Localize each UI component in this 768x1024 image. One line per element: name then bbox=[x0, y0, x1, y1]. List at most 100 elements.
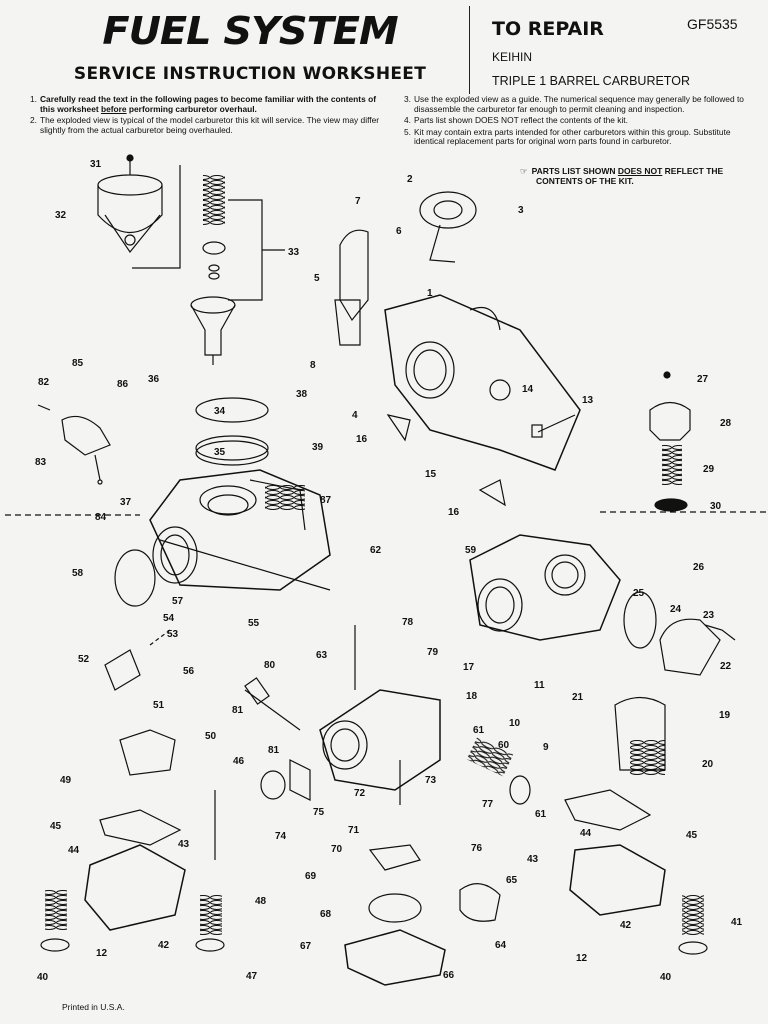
callout-53: 53 bbox=[167, 629, 179, 640]
callout-38: 38 bbox=[296, 389, 308, 400]
callout-74: 74 bbox=[275, 831, 287, 842]
callout-70: 70 bbox=[331, 844, 343, 855]
callout-6: 6 bbox=[396, 226, 402, 237]
callout-44: 44 bbox=[580, 828, 592, 839]
callout-1: 1 bbox=[427, 288, 433, 299]
callout-61: 61 bbox=[473, 725, 485, 736]
callout-11: 11 bbox=[534, 680, 545, 691]
callout-85: 85 bbox=[72, 358, 84, 369]
callout-21: 21 bbox=[572, 692, 584, 703]
callout-18: 18 bbox=[466, 691, 478, 702]
callout-80: 80 bbox=[264, 660, 276, 671]
callout-9: 9 bbox=[543, 742, 549, 753]
callout-47: 47 bbox=[246, 971, 258, 982]
callout-69: 69 bbox=[305, 871, 317, 882]
callout-25: 25 bbox=[633, 588, 645, 599]
callout-13: 13 bbox=[582, 395, 594, 406]
callout-35: 35 bbox=[214, 447, 226, 458]
callout-10: 10 bbox=[509, 718, 521, 729]
callout-26: 26 bbox=[693, 562, 705, 573]
instruction-item: 3.Use the exploded view as a guide. The … bbox=[404, 94, 744, 114]
callout-48: 48 bbox=[255, 896, 267, 907]
callout-68: 68 bbox=[320, 909, 332, 920]
callout-51: 51 bbox=[153, 700, 165, 711]
callout-64: 64 bbox=[495, 940, 507, 951]
callout-43: 43 bbox=[527, 854, 539, 865]
callout-15: 15 bbox=[425, 469, 437, 480]
kit-note: ☞PARTS LIST SHOWN DOES NOT REFLECT THE C… bbox=[520, 166, 724, 186]
callout-17: 17 bbox=[463, 662, 475, 673]
callout-62: 62 bbox=[370, 545, 382, 556]
callout-22: 22 bbox=[720, 661, 732, 672]
callout-45: 45 bbox=[686, 830, 698, 841]
callout-82: 82 bbox=[38, 377, 50, 388]
callout-14: 14 bbox=[522, 384, 534, 395]
callout-54: 54 bbox=[163, 613, 175, 624]
callout-52: 52 bbox=[78, 654, 90, 665]
callout-3: 3 bbox=[518, 205, 524, 216]
callout-76: 76 bbox=[471, 843, 483, 854]
callout-65: 65 bbox=[506, 875, 518, 886]
page-title: FUEL SYSTEM bbox=[102, 9, 398, 53]
callout-81: 81 bbox=[268, 745, 280, 756]
callout-28: 28 bbox=[720, 418, 732, 429]
callout-24: 24 bbox=[670, 604, 682, 615]
callout-16: 16 bbox=[356, 434, 368, 445]
callout-5: 5 bbox=[314, 273, 320, 284]
callout-20: 20 bbox=[702, 759, 714, 770]
callout-44: 44 bbox=[68, 845, 80, 856]
header-divider bbox=[469, 6, 470, 94]
carburetor-make: KEIHIN bbox=[492, 50, 533, 64]
callout-36: 36 bbox=[148, 374, 160, 385]
diagram-artwork bbox=[5, 154, 768, 986]
callout-79: 79 bbox=[427, 647, 439, 658]
callout-50: 50 bbox=[205, 731, 217, 742]
callout-49: 49 bbox=[60, 775, 72, 786]
callout-43: 43 bbox=[178, 839, 190, 850]
callout-78: 78 bbox=[402, 617, 414, 628]
callout-12: 12 bbox=[576, 953, 588, 964]
callout-45: 45 bbox=[50, 821, 62, 832]
callout-29: 29 bbox=[703, 464, 715, 475]
instruction-item: 4.Parts list shown DOES NOT reflect the … bbox=[404, 115, 628, 126]
callout-4: 4 bbox=[352, 410, 358, 421]
exploded-view-diagram: 3132332736158858286363834393537878384416… bbox=[5, 154, 768, 986]
callout-19: 19 bbox=[719, 710, 731, 721]
callout-63: 63 bbox=[316, 650, 328, 661]
to-repair-label: TO REPAIR bbox=[492, 18, 604, 40]
callout-57: 57 bbox=[172, 596, 184, 607]
callout-84: 84 bbox=[95, 512, 107, 523]
callout-33: 33 bbox=[288, 247, 300, 258]
callout-23: 23 bbox=[703, 610, 715, 621]
callout-34: 34 bbox=[214, 406, 226, 417]
instructions-right: 3.Use the exploded view as a guide. The … bbox=[404, 94, 749, 149]
callout-40: 40 bbox=[37, 972, 49, 983]
callout-31: 31 bbox=[90, 159, 102, 170]
instruction-item: 2. The exploded view is typical of the m… bbox=[30, 115, 380, 135]
callout-59: 59 bbox=[465, 545, 477, 556]
callout-12: 12 bbox=[96, 948, 108, 959]
callout-32: 32 bbox=[55, 210, 67, 221]
header-left: FUEL SYSTEM SERVICE INSTRUCTION WORKSHEE… bbox=[40, 8, 460, 84]
callout-56: 56 bbox=[183, 666, 195, 677]
callout-7: 7 bbox=[355, 196, 361, 207]
callout-77: 77 bbox=[482, 799, 494, 810]
callout-41: 41 bbox=[731, 917, 743, 928]
callout-67: 67 bbox=[300, 941, 312, 952]
callout-87: 87 bbox=[320, 495, 332, 506]
callout-86: 86 bbox=[117, 379, 129, 390]
callout-81: 81 bbox=[232, 705, 244, 716]
callout-60: 60 bbox=[498, 740, 510, 751]
callout-8: 8 bbox=[310, 360, 316, 371]
pointing-hand-icon: ☞ bbox=[520, 166, 528, 176]
callout-2: 2 bbox=[407, 174, 413, 185]
callout-71: 71 bbox=[348, 825, 360, 836]
instruction-item: 5.Kit may contain extra parts intended f… bbox=[404, 126, 731, 147]
callout-37: 37 bbox=[120, 497, 132, 508]
callout-16: 16 bbox=[448, 507, 460, 518]
carburetor-model: TRIPLE 1 BARREL CARBURETOR bbox=[492, 74, 690, 88]
callout-61: 61 bbox=[535, 809, 547, 820]
part-number: GF5535 bbox=[687, 16, 738, 32]
callout-42: 42 bbox=[158, 940, 170, 951]
